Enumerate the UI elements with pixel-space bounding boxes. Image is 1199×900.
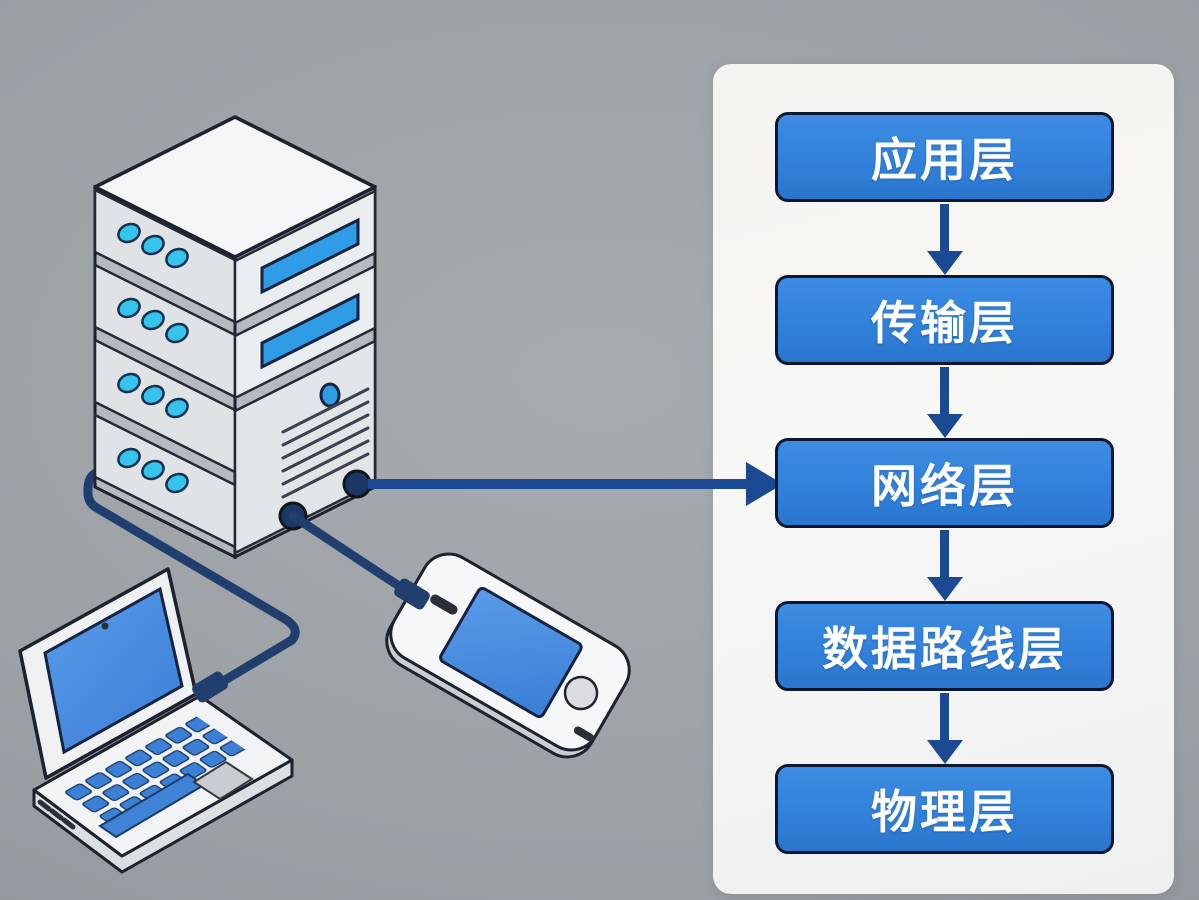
cable-server-to-laptop xyxy=(83,466,300,691)
flow-arrow-down-icon xyxy=(926,204,963,275)
phone-screen xyxy=(439,586,583,719)
server-port xyxy=(342,469,372,499)
flow-arrow-down-icon xyxy=(926,693,963,764)
layer-box-data-link: 数据路线层 xyxy=(775,601,1114,691)
server-led-lights xyxy=(117,222,189,494)
server-right-faces xyxy=(233,188,377,556)
speaker-icon xyxy=(573,726,594,742)
laptop-base-side xyxy=(32,758,294,874)
cable-server-to-phone xyxy=(288,511,410,595)
flow-arrow-down-icon xyxy=(926,367,963,438)
home-button-icon xyxy=(563,675,599,711)
phone-body xyxy=(389,552,631,752)
laptop-lid xyxy=(18,567,198,780)
layer-box-transport: 传输层 xyxy=(775,275,1114,365)
cable-plug xyxy=(394,578,430,610)
server-vents xyxy=(281,387,370,499)
server-rack-illustration xyxy=(93,115,377,560)
layer-box-network: 网络层 xyxy=(775,438,1114,528)
cable-plug xyxy=(192,671,228,703)
laptop-screen xyxy=(43,586,184,755)
phone-side xyxy=(385,559,627,759)
laptop-illustration xyxy=(18,567,294,874)
server-power-light xyxy=(319,382,341,408)
layer-box-application: 应用层 xyxy=(775,112,1114,202)
laptop-trackpad xyxy=(192,760,254,801)
smartphone-illustration xyxy=(385,552,631,759)
laptop-keyboard xyxy=(62,716,246,826)
earpiece-icon xyxy=(430,594,458,615)
server-drive-slot xyxy=(260,292,360,370)
flow-arrow-down-icon xyxy=(926,530,963,601)
server-left-slabs xyxy=(93,187,237,550)
laptop-side-ports xyxy=(37,799,76,830)
server-port xyxy=(278,501,308,531)
webcam-icon xyxy=(101,622,109,630)
laptop-base xyxy=(32,694,294,858)
layer-box-physical: 物理层 xyxy=(775,764,1114,854)
laptop-spacebar xyxy=(98,772,206,839)
server-drive-slot xyxy=(260,217,360,295)
server-top-face xyxy=(93,115,377,259)
